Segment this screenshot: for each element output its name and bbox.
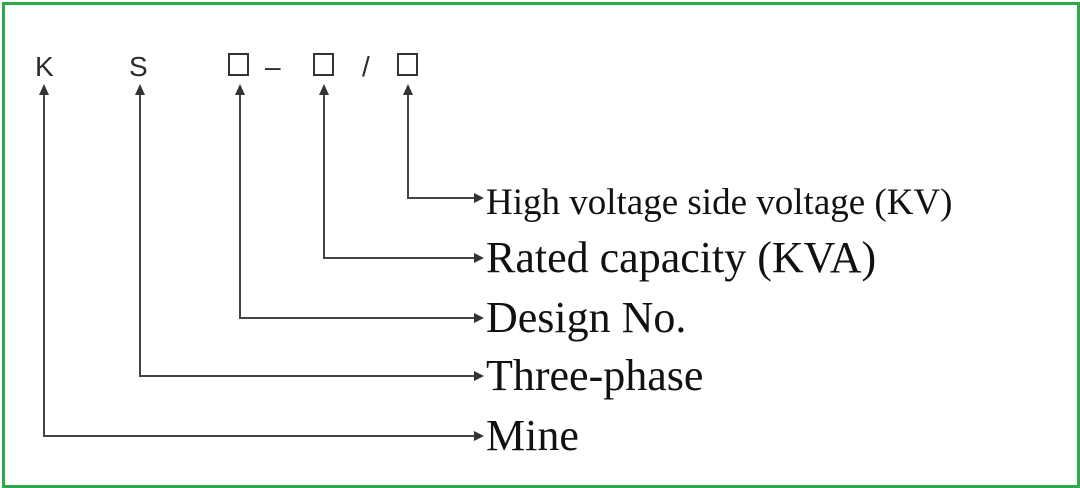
design-no-placeholder-box bbox=[228, 53, 249, 76]
high-voltage-label: High voltage side voltage (KV) bbox=[486, 182, 953, 223]
mine-label: Mine bbox=[486, 411, 579, 460]
three-phase-right-arrow-icon bbox=[474, 371, 484, 381]
design-up-arrow-icon bbox=[235, 84, 245, 95]
capacity-placeholder-box bbox=[313, 53, 334, 76]
mine-right-arrow-icon bbox=[474, 431, 484, 441]
voltage-placeholder-box bbox=[397, 53, 418, 76]
voltage-right-arrow-icon bbox=[474, 193, 484, 203]
rated-capacity-leader-line bbox=[323, 92, 478, 259]
design-right-arrow-icon bbox=[474, 313, 484, 323]
rated-capacity-label: Rated capacity (KVA) bbox=[486, 233, 876, 282]
code-letter-s: S bbox=[129, 51, 148, 82]
mine-up-arrow-icon bbox=[39, 84, 49, 95]
code-letter-k: K bbox=[35, 51, 54, 82]
three-phase-label: Three-phase bbox=[486, 351, 703, 400]
code-dash: – bbox=[265, 51, 281, 82]
design-no-label: Design No. bbox=[486, 293, 686, 342]
capacity-right-arrow-icon bbox=[474, 253, 484, 263]
voltage-up-arrow-icon bbox=[403, 84, 413, 95]
three-phase-leader-line bbox=[139, 92, 478, 377]
capacity-up-arrow-icon bbox=[319, 84, 329, 95]
three-phase-up-arrow-icon bbox=[135, 84, 145, 95]
high-voltage-leader-line bbox=[407, 92, 478, 199]
mine-leader-line bbox=[43, 92, 478, 437]
code-slash: / bbox=[362, 51, 370, 82]
design-no-leader-line bbox=[239, 92, 478, 319]
